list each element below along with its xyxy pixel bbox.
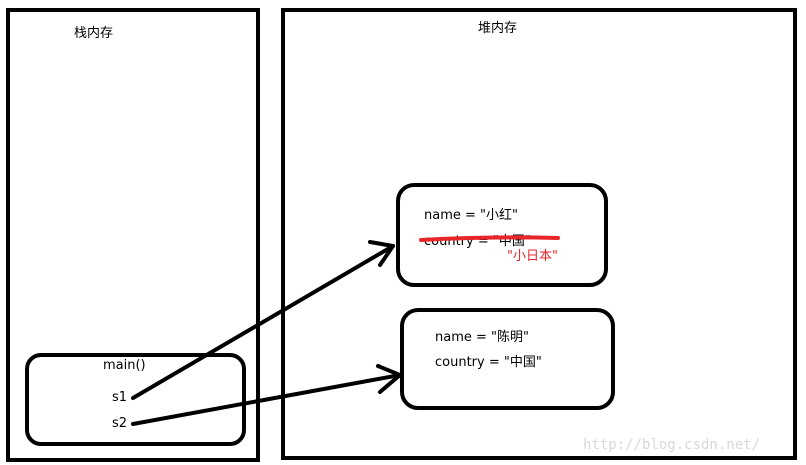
arrow-s1 — [131, 240, 395, 400]
var-s2: s2 — [112, 416, 128, 431]
main-frame-box — [25, 353, 246, 446]
heap-object-1 — [396, 183, 608, 287]
var-s1: s1 — [112, 390, 128, 405]
stack-memory-box — [6, 8, 260, 462]
obj2-name: name = "陈明" — [435, 330, 529, 345]
heap-title: 堆内存 — [478, 21, 518, 36]
stack-title: 栈内存 — [74, 26, 114, 41]
obj2-country: country = "中国" — [435, 355, 542, 370]
heap-memory-box — [281, 8, 797, 460]
arrow-s2 — [131, 364, 402, 426]
obj1-country-replacement: "小日本" — [507, 249, 558, 264]
heap-object-2 — [400, 308, 615, 410]
watermark: http://blog.csdn.net/ — [583, 437, 761, 453]
main-frame-label: main() — [103, 358, 146, 373]
obj1-name: name = "小红" — [424, 208, 518, 223]
